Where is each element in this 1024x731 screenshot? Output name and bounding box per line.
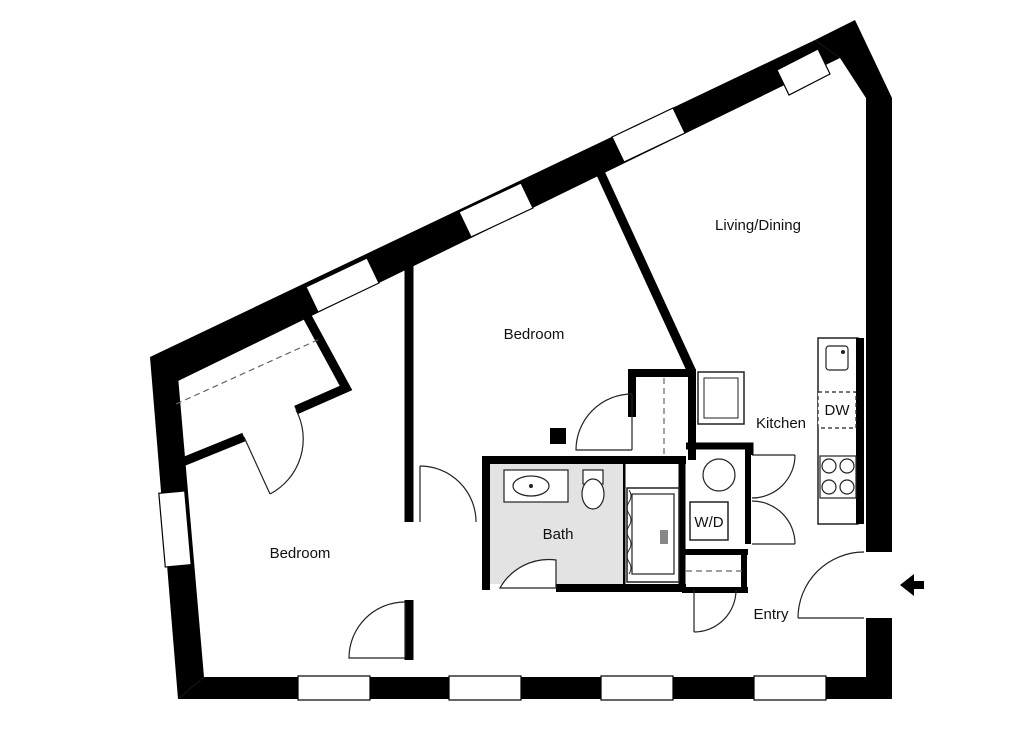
shower-curtain (626, 489, 632, 575)
column (550, 428, 566, 444)
wall-diagonal-living (595, 170, 697, 374)
appliance-label-dw: DW (825, 402, 851, 419)
burner-icon (839, 458, 855, 474)
toilet-icon (581, 478, 605, 510)
kitchen-closet-inner (703, 377, 739, 419)
window-bottom-3 (600, 675, 674, 701)
sink-drain (529, 484, 533, 488)
window-bottom-2 (448, 675, 522, 701)
burner-icon (821, 479, 837, 495)
washer-dryer (689, 501, 729, 541)
water-heater-icon (702, 458, 736, 492)
door-pantry-swing (693, 589, 737, 633)
wall-closet-bath (628, 369, 696, 460)
wall-right (866, 98, 892, 699)
doors (243, 393, 865, 659)
burner-icon (839, 479, 855, 495)
door-laundry-upper-swing (751, 454, 796, 499)
door-closet-bath-swing (575, 393, 633, 451)
wall-corner-top-right (815, 20, 892, 98)
door-bedroom-center-swing (419, 465, 477, 523)
kitchen-backsplash (856, 338, 864, 524)
window-top-2 (458, 182, 534, 238)
sink-faucet (841, 350, 845, 354)
room-label-living-dining: Living/Dining (715, 217, 801, 234)
door-entry-swing (797, 551, 865, 619)
room-label-kitchen: Kitchen (756, 415, 806, 432)
burner-icon (821, 458, 837, 474)
window-top-4 (776, 48, 831, 96)
exterior-walls (150, 20, 892, 699)
door-bedroom-left-swing (348, 601, 406, 659)
room-label-bedroom-left: Bedroom (270, 545, 331, 562)
wall-closet-bottom (178, 432, 246, 468)
room-label-entry: Entry (753, 606, 789, 623)
door-closet-left (243, 436, 271, 495)
entry-opening (862, 551, 894, 619)
window-bottom-4 (753, 675, 827, 701)
window-left (158, 490, 192, 568)
kitchen-sink (825, 345, 849, 371)
door-closet-left-swing (269, 409, 304, 495)
window-bottom-1 (297, 675, 371, 701)
bathtub (631, 493, 675, 575)
door-laundry-lower-swing (751, 500, 796, 545)
cooktop (819, 455, 857, 499)
tub-faucet (660, 530, 668, 544)
entry-arrow-icon (900, 574, 924, 596)
window-top-3 (611, 107, 686, 163)
appliance-label-wd: W/D (694, 514, 723, 531)
dishwasher (817, 391, 857, 429)
bath-door-swing (498, 558, 557, 589)
windows (158, 48, 894, 701)
room-label-bedroom-center: Bedroom (504, 326, 565, 343)
closet-rod-left (175, 337, 323, 405)
room-label-bath: Bath (543, 526, 574, 543)
wall-closet-left (294, 304, 353, 415)
window-top-1 (305, 257, 380, 313)
interior-walls (178, 170, 754, 660)
